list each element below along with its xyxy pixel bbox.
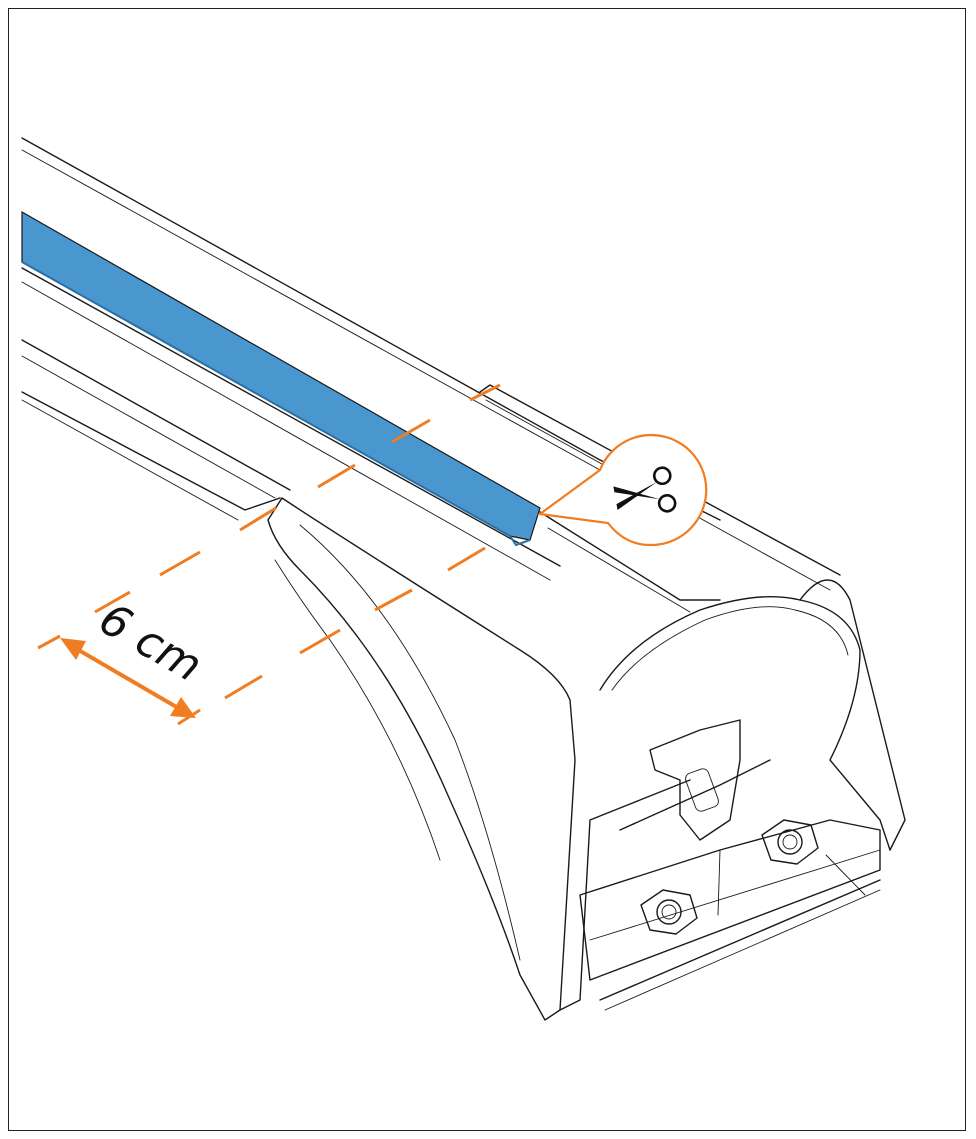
foot-body bbox=[267, 497, 906, 1021]
measurement-label: 6 cm bbox=[91, 593, 211, 692]
hex-nut-left bbox=[640, 889, 698, 935]
cut-guide-dash bbox=[224, 674, 263, 700]
cut-guide-dash bbox=[299, 628, 341, 655]
hex-nut-right bbox=[761, 819, 819, 865]
cut-guide-dash bbox=[37, 634, 61, 650]
cut-guide-dash bbox=[317, 463, 356, 489]
rubber-strip bbox=[21, 210, 541, 547]
arrowhead-right-icon bbox=[170, 697, 196, 718]
cut-callout bbox=[537, 433, 708, 547]
cut-guide-dash bbox=[447, 546, 486, 572]
cut-guide-dash bbox=[239, 506, 277, 532]
roof-bar bbox=[21, 137, 841, 613]
cut-guide-dash bbox=[374, 588, 413, 612]
cut-guide-lines bbox=[37, 383, 501, 726]
cut-guide-dash bbox=[94, 590, 131, 614]
cut-guide-dash bbox=[159, 550, 201, 577]
measurement-arrow bbox=[60, 638, 196, 718]
arrowhead-left-icon bbox=[60, 638, 86, 660]
cut-guide-dash bbox=[391, 418, 431, 444]
cut-guide-dash bbox=[469, 383, 501, 402]
